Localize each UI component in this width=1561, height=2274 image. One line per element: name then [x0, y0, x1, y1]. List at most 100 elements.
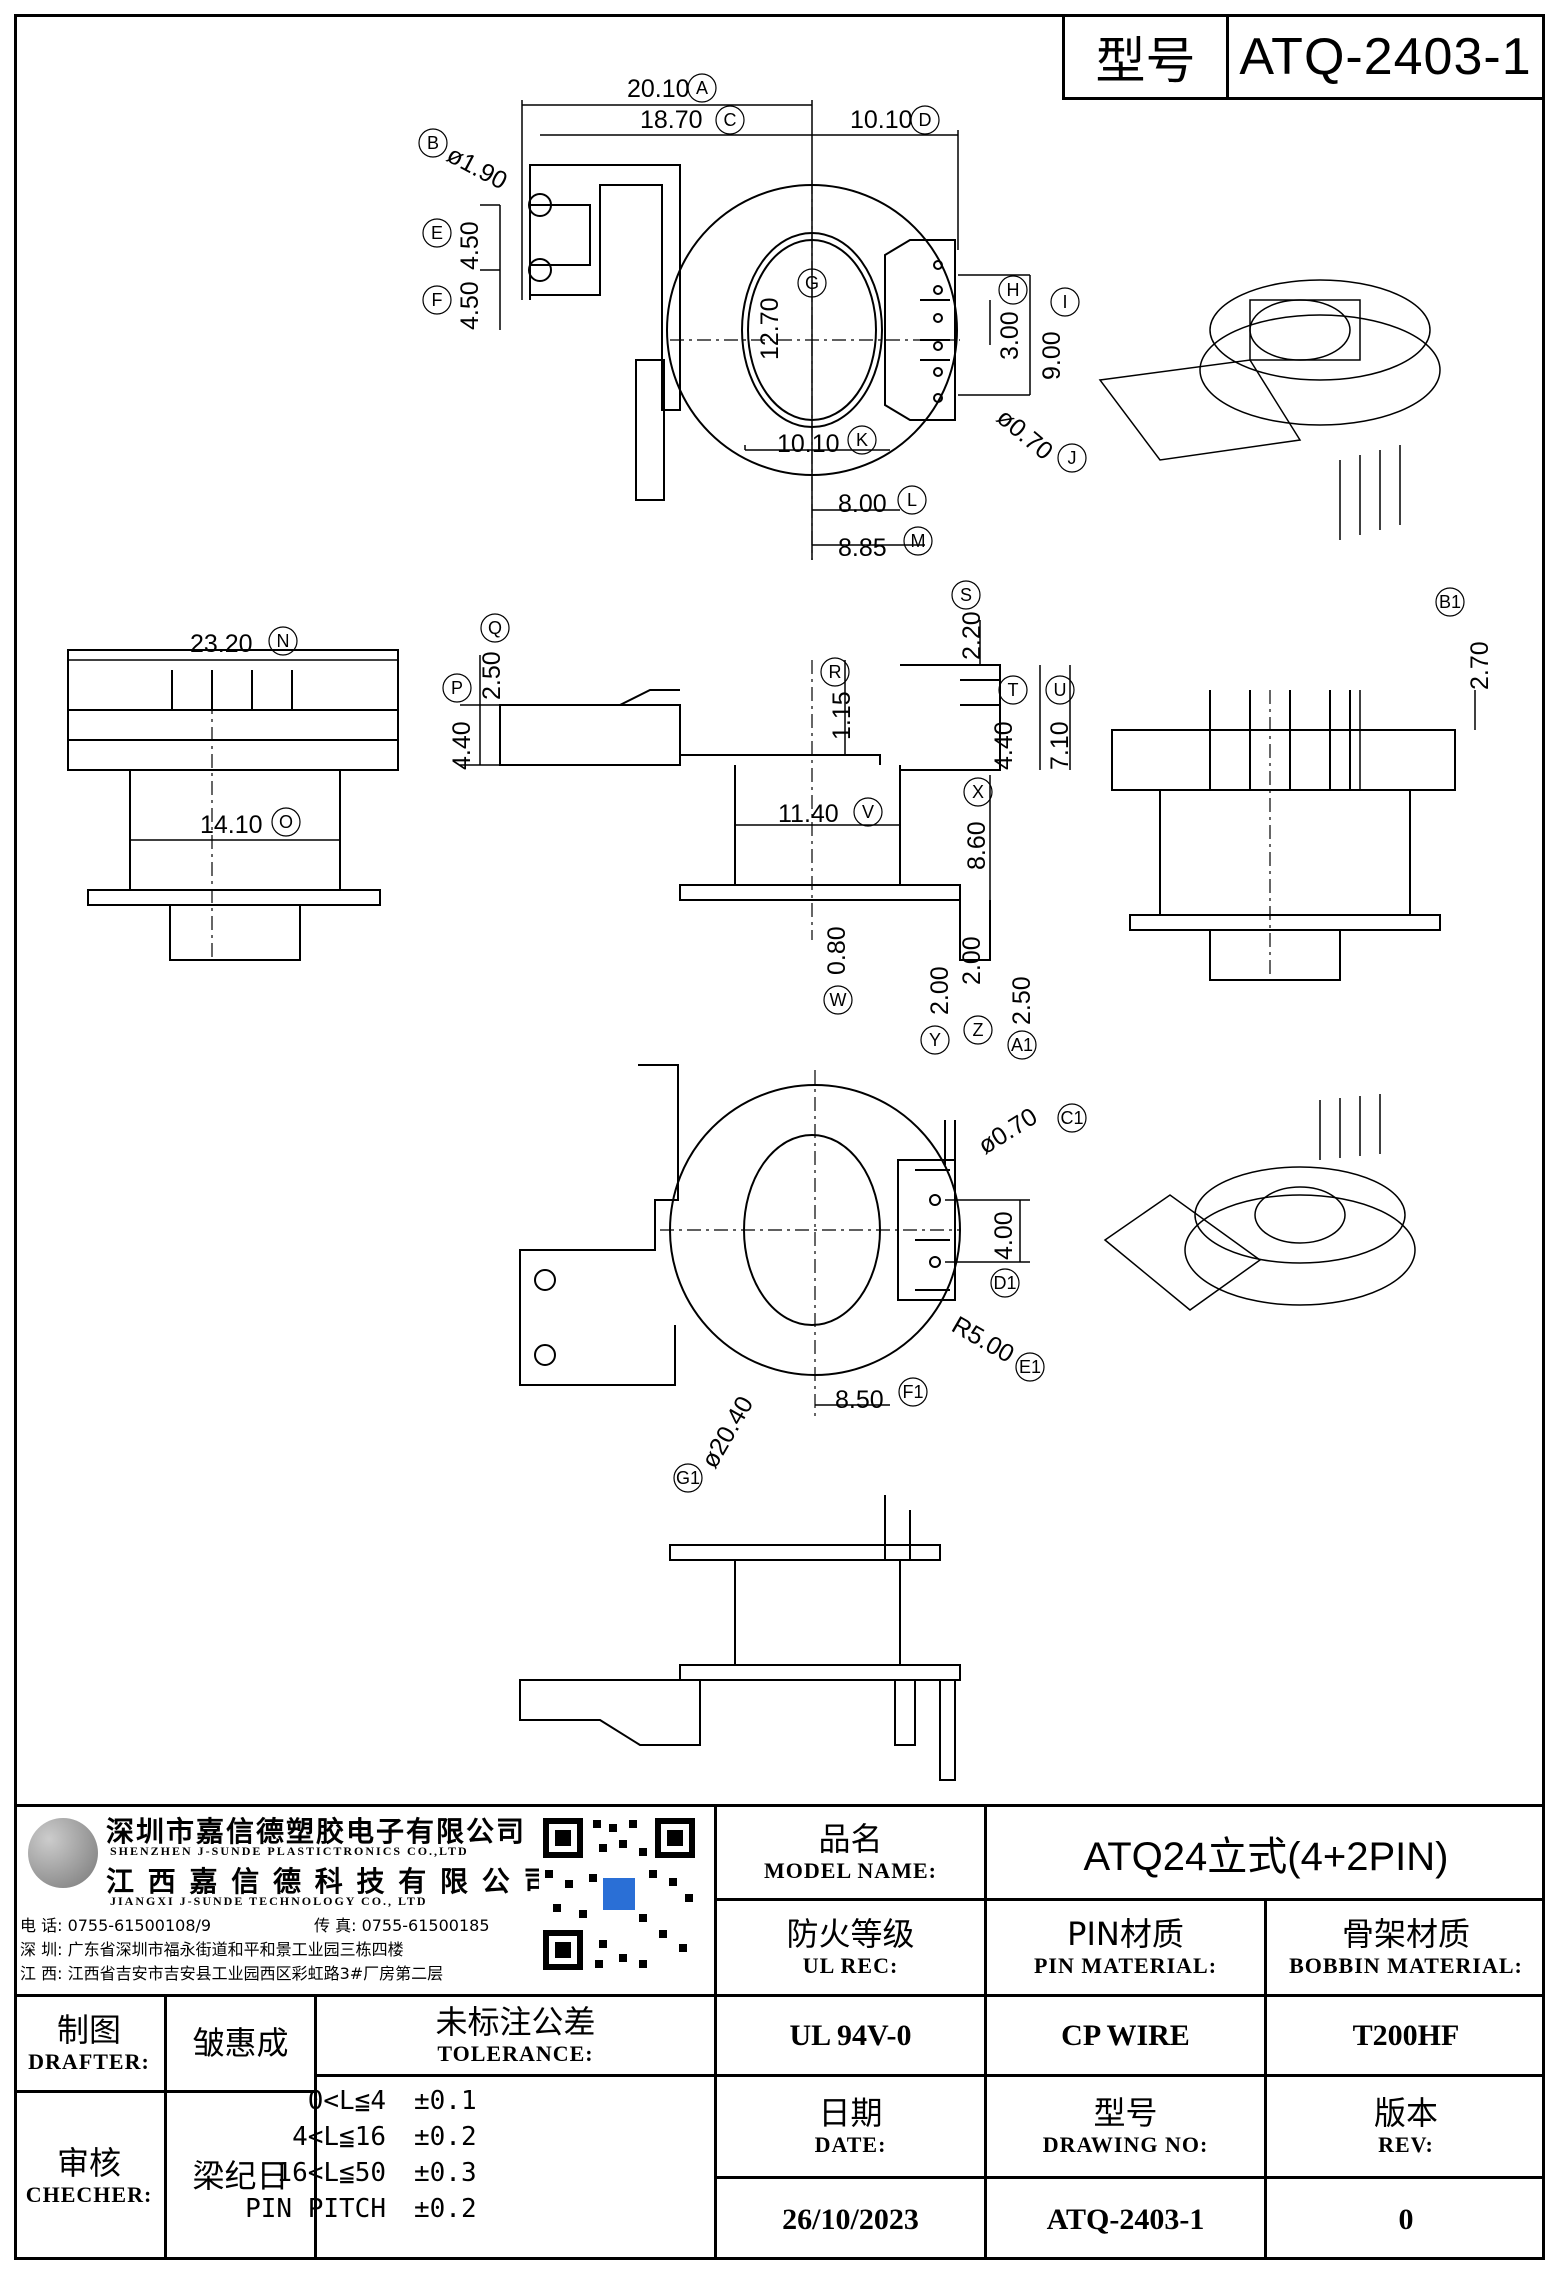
reference-letter: P: [451, 678, 463, 698]
drafter-value: 皱惠成: [192, 2024, 289, 2063]
company-address-jx: 江 西: 江西省吉安市吉安县工业园西区彩虹路3#厂房第二层: [20, 1964, 444, 1983]
reference-letter: S: [960, 585, 972, 605]
dim-f: 4.50: [456, 281, 484, 330]
tolerance-row: 0<L≦4±0.1: [307, 2086, 477, 2116]
reference-letter: V: [862, 802, 874, 822]
dim-s: 2.20: [958, 611, 986, 660]
reference-circle: [1057, 1103, 1087, 1133]
drawing-frame: [14, 14, 1545, 2260]
bottom-view: [519, 1064, 1030, 1420]
tolerance-row: 16<L≦50±0.3: [276, 2158, 477, 2188]
reference-letter: F1: [902, 1382, 923, 1402]
dim-f1: 8.50: [835, 1386, 884, 1414]
dim-c1: ø0.70: [973, 1102, 1042, 1160]
reference-circle: [990, 1268, 1020, 1298]
dim-p: 4.40: [448, 721, 476, 770]
reference-letter: N: [277, 631, 290, 651]
reference-circle: [1050, 287, 1080, 317]
reference-circle: [1057, 443, 1087, 473]
reference-letter: H: [1007, 280, 1020, 300]
reference-letter: F: [432, 290, 443, 310]
reference-letter: T: [1008, 680, 1019, 700]
reference-letter: Z: [973, 1020, 984, 1040]
dim-a: 20.10: [627, 75, 690, 103]
dim-y: 2.00: [926, 966, 954, 1015]
reference-letter: C1: [1060, 1108, 1083, 1128]
reference-letter: I: [1062, 292, 1067, 312]
company-name-cn-2: 江 西 嘉 信 德 科 技 有 限 公 司: [106, 1865, 554, 1898]
dim-c: 18.70: [640, 106, 703, 134]
dim-a1: 2.50: [1008, 976, 1036, 1025]
reference-circle: [820, 657, 850, 687]
side-view: [460, 620, 1071, 961]
company-block: 深圳市嘉信德塑胶电子有限公司 SHENZHEN J-SUNDE PLASTICT…: [14, 1804, 714, 1994]
dim-t: 4.40: [990, 721, 1018, 770]
reference-circle: [422, 285, 452, 315]
company-address-sz: 深 圳: 广东省深圳市福永街道和平和景工业园三栋四楼: [20, 1940, 404, 1959]
reference-letter: X: [972, 782, 984, 802]
reference-letter: Q: [488, 618, 502, 638]
reference-letter: A: [696, 78, 708, 98]
dim-b1: 2.70: [1466, 641, 1494, 690]
reference-circle: [847, 425, 877, 455]
reference-circle: [797, 268, 827, 298]
reference-circle: [715, 105, 745, 135]
reference-circle: [422, 218, 452, 248]
company-name-cn-1: 深圳市嘉信德塑胶电子有限公司: [106, 1815, 527, 1848]
lower-side-view: [519, 1495, 961, 1781]
reference-circle: [442, 673, 472, 703]
model-name-label: 品名 MODEL NAME:: [764, 1820, 937, 1883]
reference-circle: [1007, 1030, 1037, 1060]
top-view: [480, 100, 1031, 560]
checker-value: 梁纪日: [192, 2157, 289, 2196]
reference-letter: L: [907, 490, 917, 510]
iso-view-top: [1098, 279, 1441, 540]
dim-d: 10.10: [850, 106, 913, 134]
drawing-no-value: ATQ-2403-1: [1046, 2202, 1205, 2236]
reference-letter: G1: [676, 1468, 700, 1488]
dim-o: 14.10: [200, 811, 263, 839]
reference-letter: R: [829, 662, 842, 682]
company-phone: 电 话: 0755-61500108/9: [20, 1916, 212, 1935]
reference-circle: [687, 73, 717, 103]
dim-h: 3.00: [996, 311, 1024, 360]
rev-value: 0: [1398, 2202, 1414, 2236]
type-label: 型号: [1065, 17, 1229, 97]
dim-m: 8.85: [838, 534, 887, 562]
reference-circle: [823, 985, 853, 1015]
reference-circle: [898, 1377, 928, 1407]
dim-g: 12.70: [756, 297, 784, 360]
reference-circle: [853, 797, 883, 827]
reference-circle: [910, 105, 940, 135]
dim-k: 10.10: [777, 430, 840, 458]
dim-l: 8.00: [838, 490, 887, 518]
qr-code-icon: [539, 1814, 699, 1974]
reference-letter: G: [805, 273, 819, 293]
front-view: [67, 649, 399, 961]
reference-circle: [897, 485, 927, 515]
reference-circle: [673, 1463, 703, 1493]
company-logo: [28, 1818, 98, 1888]
reference-letter: W: [830, 990, 847, 1010]
dim-b: ø1.90: [442, 141, 512, 196]
reference-letter: B: [427, 133, 439, 153]
tolerance-row: PIN PITCH±0.2: [245, 2194, 477, 2224]
dim-w: 0.80: [823, 926, 851, 975]
reference-circle: [951, 580, 981, 610]
company-fax: 传 真: 0755-61500185: [314, 1916, 490, 1935]
title-block: 深圳市嘉信德塑胶电子有限公司 SHENZHEN J-SUNDE PLASTICT…: [14, 1804, 1545, 2260]
pin-material-value: CP WIRE: [1061, 2018, 1190, 2052]
tolerance-row: 4<L≦16±0.2: [292, 2122, 477, 2152]
company-name-en-2: JIANGXI J-SUNDE TECHNOLOGY CO., LTD: [110, 1894, 428, 1908]
reference-circle: [998, 675, 1028, 705]
dim-g1: ø20.40: [696, 1392, 759, 1473]
reference-circle: [998, 275, 1028, 305]
reference-circle: [271, 807, 301, 837]
reference-circle: [963, 777, 993, 807]
